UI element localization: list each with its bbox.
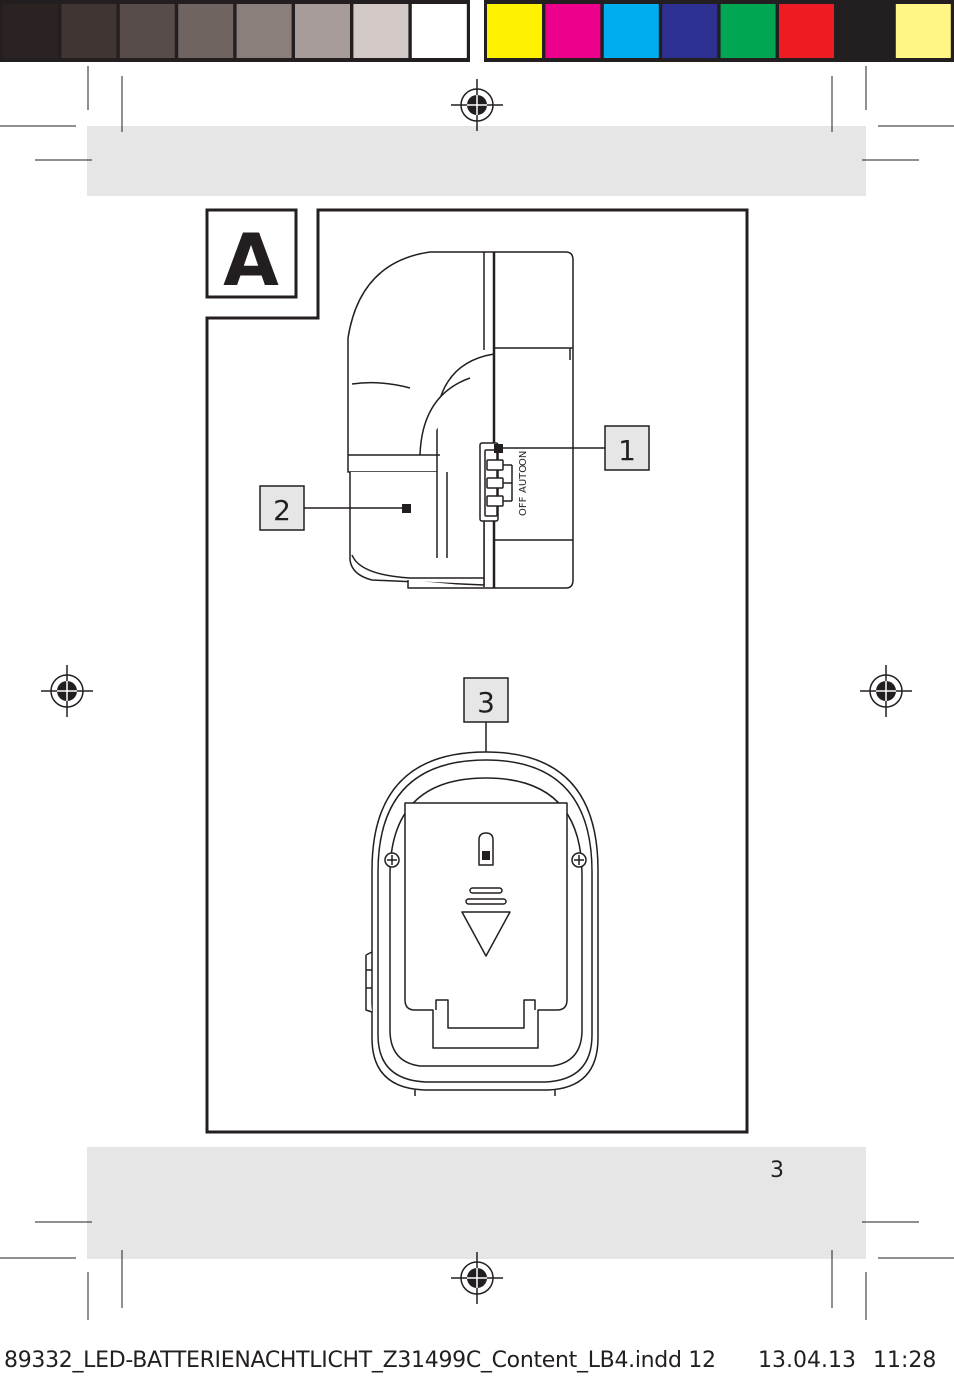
process-color-swatch [779, 4, 834, 58]
page-number: 3 [770, 1158, 784, 1183]
slug-time: 11:28 [873, 1348, 937, 1373]
callout-1-number: 1 [618, 434, 636, 467]
grayscale-swatch [295, 4, 350, 58]
process-color-swatch [837, 4, 893, 58]
footer-band [87, 1147, 866, 1259]
callout-2-marker [402, 504, 411, 513]
callout-3-number: 3 [477, 686, 495, 719]
device-side-view [347, 251, 574, 589]
device-back-view [365, 751, 599, 1096]
grayscale-swatch [61, 4, 117, 58]
crop-marks [0, 66, 954, 1320]
process-color-swatch [895, 4, 951, 58]
grayscale-swatch [3, 4, 58, 58]
grayscale-swatch [119, 4, 175, 58]
keyhole-dot [482, 851, 490, 860]
process-color-swatch [545, 4, 601, 58]
file-slug: 89332_LED-BATTERIENACHTLICHT_Z31499C_Con… [4, 1348, 716, 1373]
switch-label-on: ON [518, 451, 529, 466]
callout-1-marker [494, 444, 503, 453]
slug-date: 13.04.13 [758, 1348, 856, 1373]
process-color-swatch [487, 4, 542, 58]
grayscale-swatch [353, 4, 409, 58]
process-color-swatch [603, 4, 659, 58]
callout-1-box [604, 425, 650, 471]
grayscale-swatch [236, 4, 292, 58]
switch-label-off: OFF [518, 496, 529, 516]
switch-label-auto: AUTO [518, 465, 529, 493]
panel-label: A [223, 218, 279, 302]
grayscale-swatches [3, 4, 467, 58]
color-calibration-bar [0, 0, 954, 62]
registration-mark-bottom [451, 1252, 503, 1304]
panel-label-box [205, 208, 298, 299]
callout-2-number: 2 [273, 494, 291, 527]
grayscale-swatch [411, 4, 467, 58]
header-band [87, 126, 866, 196]
callout-3-box [463, 677, 509, 723]
process-swatches [487, 4, 951, 58]
registration-mark-right [860, 665, 912, 717]
process-color-swatch [662, 4, 718, 58]
process-color-swatch [720, 4, 776, 58]
registration-mark-top [451, 79, 503, 131]
registration-mark-left [41, 665, 93, 717]
grayscale-swatch [178, 4, 234, 58]
